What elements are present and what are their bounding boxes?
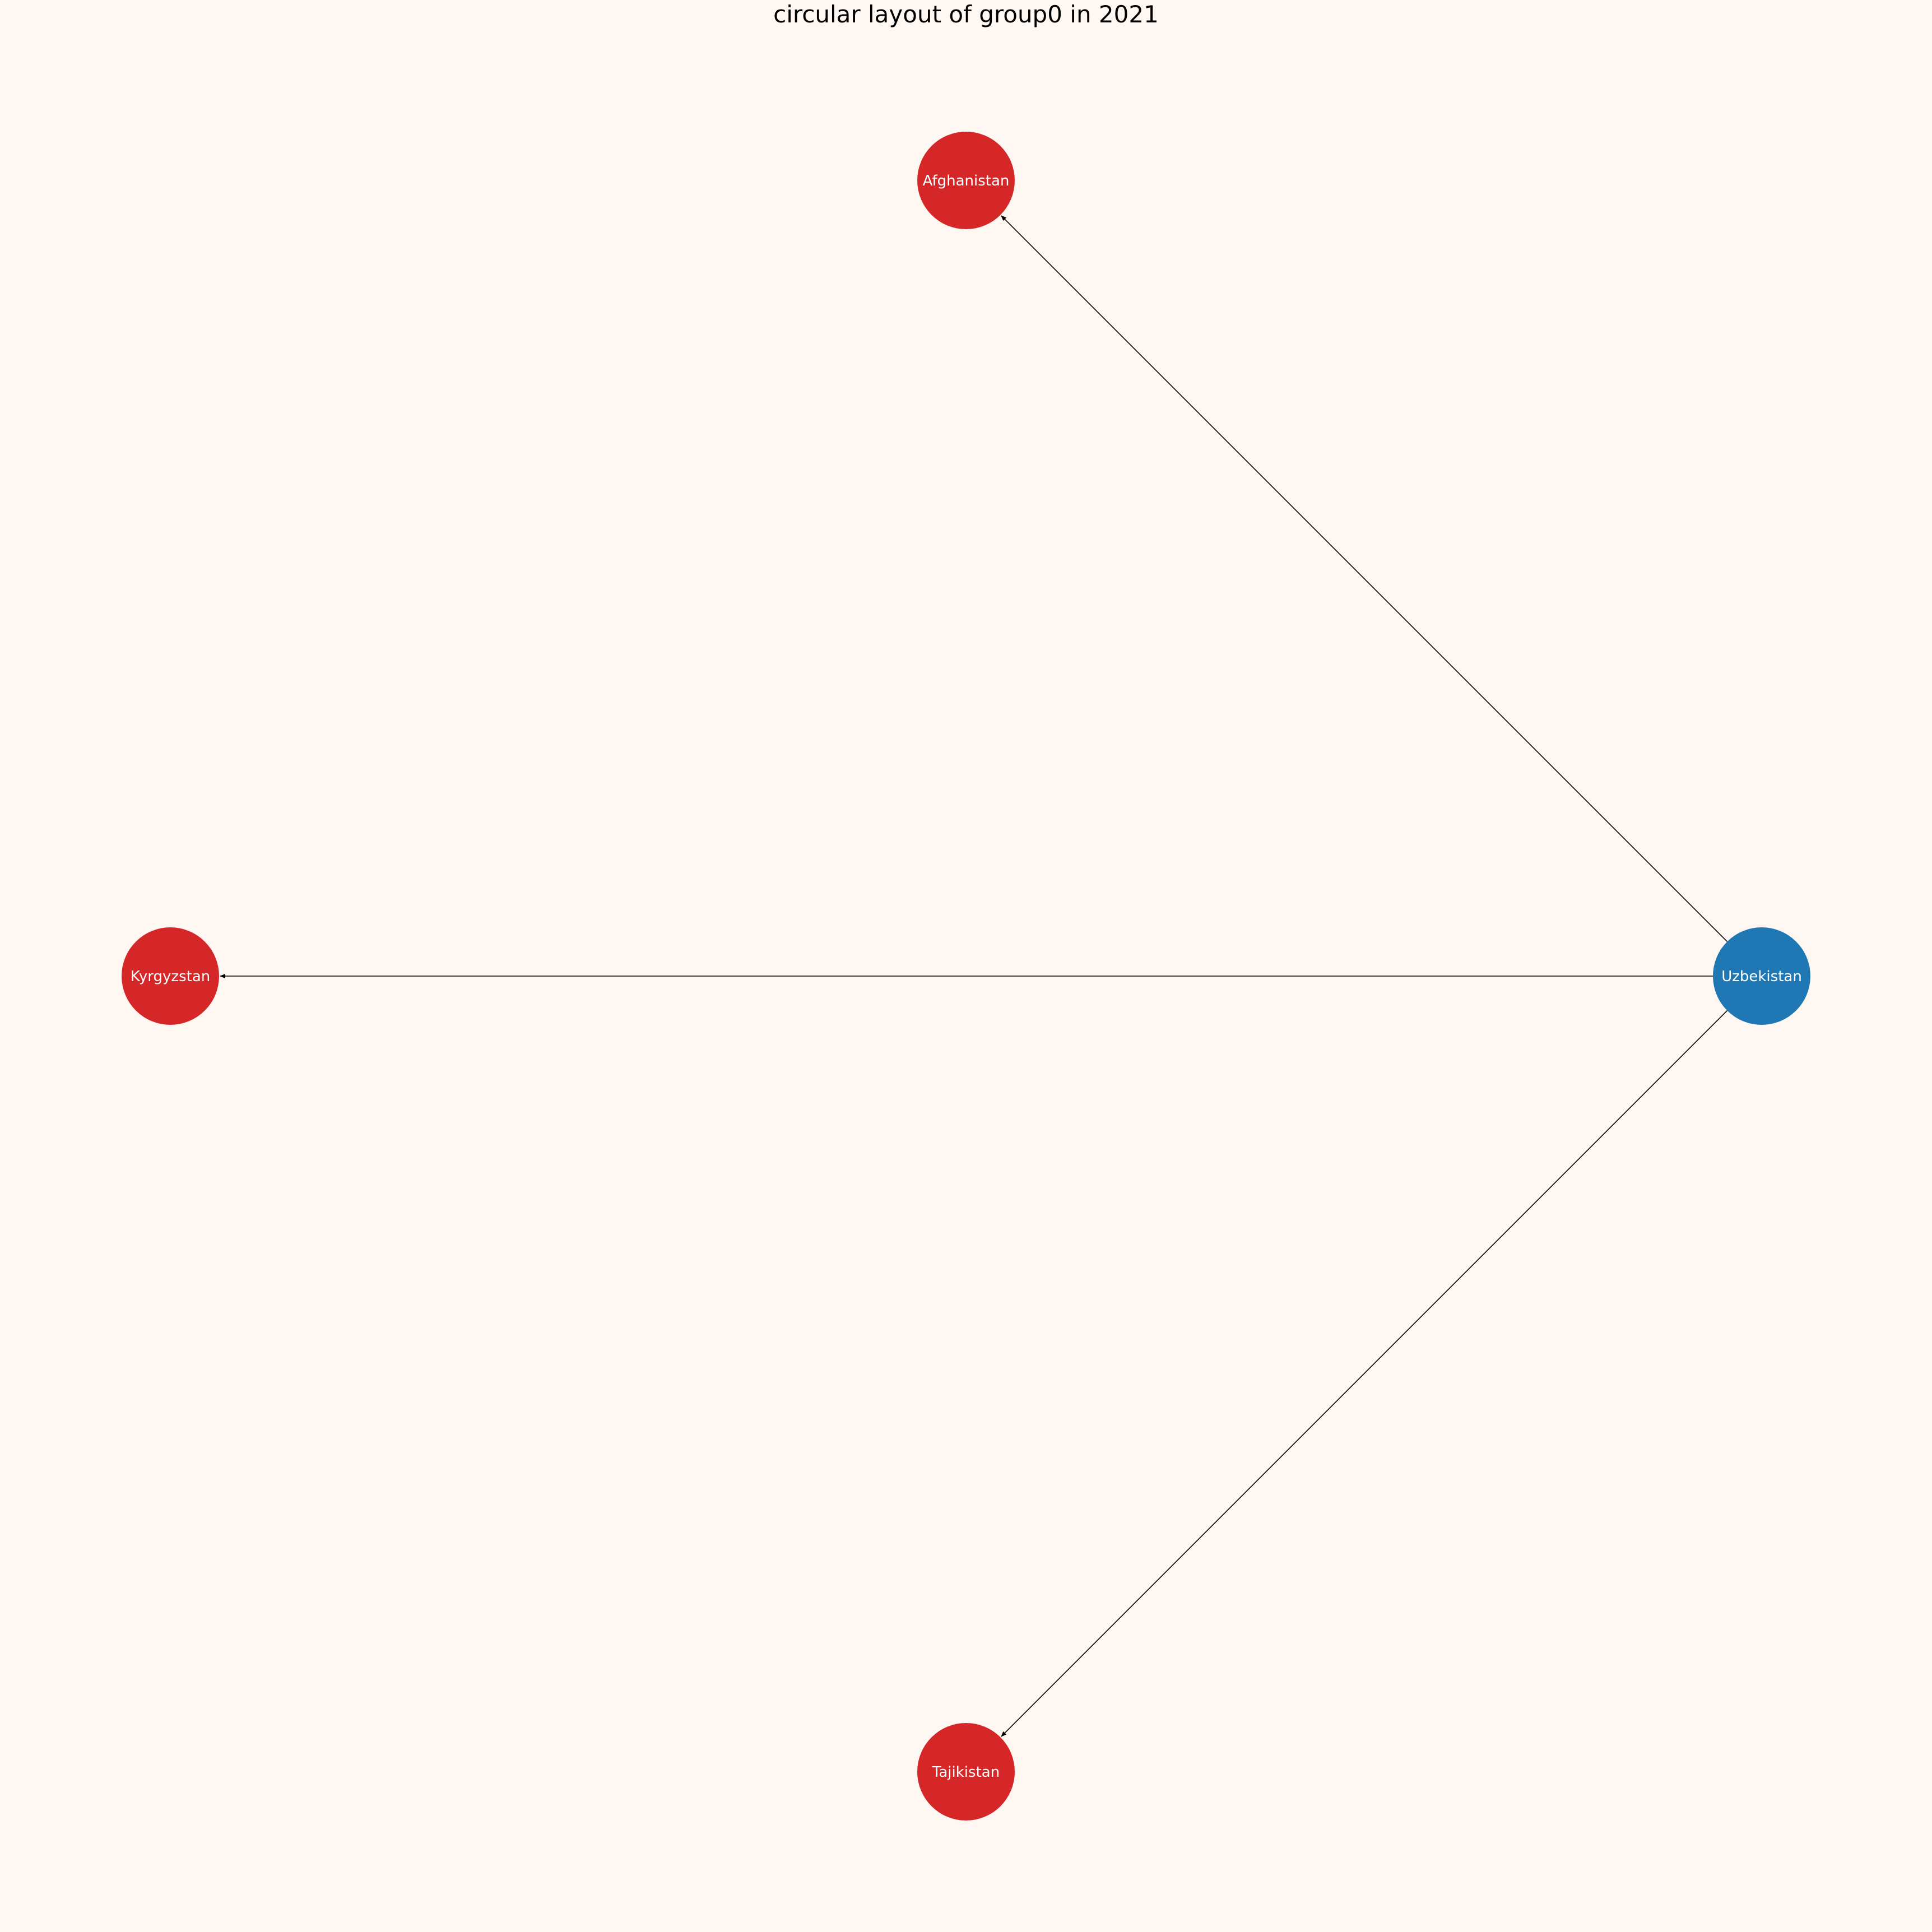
node-label-tajikistan: Tajikistan [932,1764,1000,1781]
node-tajikistan: Tajikistan [917,1723,1015,1820]
node-circle-kyrgyzstan [122,927,219,1025]
node-label-kyrgyzstan: Kyrgyzstan [131,968,210,985]
edges-layer [220,215,1728,1737]
node-kyrgyzstan: Kyrgyzstan [122,927,219,1025]
node-uzbekistan: Uzbekistan [1713,927,1810,1025]
node-circle-tajikistan [917,1723,1015,1820]
node-label-uzbekistan: Uzbekistan [1721,968,1802,985]
edge-uzbekistan-afghanistan [1001,215,1728,942]
edge-uzbekistan-tajikistan [1001,1010,1728,1737]
node-circle-afghanistan [917,132,1015,229]
node-circle-uzbekistan [1713,927,1810,1025]
node-afghanistan: Afghanistan [917,132,1015,229]
diagram-title: circular layout of group0 in 2021 [773,1,1159,28]
node-label-afghanistan: Afghanistan [923,173,1010,189]
nodes-layer: Uzbekistan AfghanistanKyrgyzstanTajikista… [122,132,1810,1820]
